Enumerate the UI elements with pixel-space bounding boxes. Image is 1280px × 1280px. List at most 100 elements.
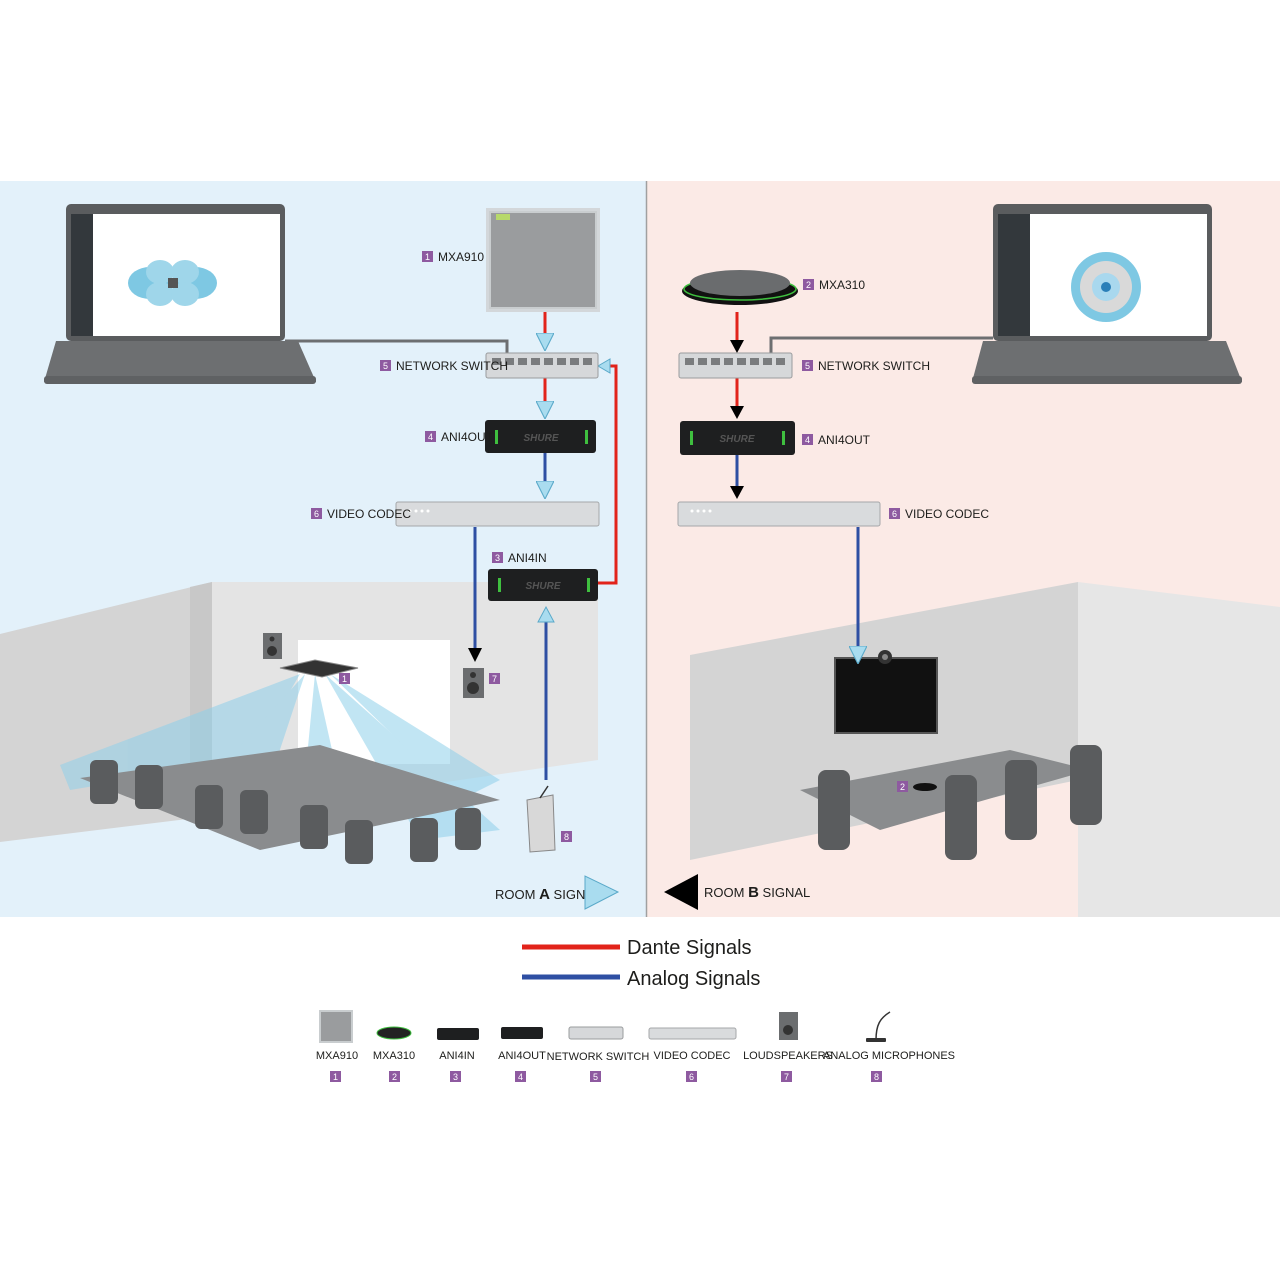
ani4out-room-b: SHURE	[680, 421, 795, 455]
key-microphone-icon	[866, 1011, 891, 1042]
label-ani4out-b: 4 ANI4OUT	[802, 433, 871, 447]
laptop-room-a	[44, 204, 316, 384]
svg-text:ANI4OUT: ANI4OUT	[818, 433, 871, 447]
switch-port	[750, 358, 759, 365]
svg-text:3: 3	[495, 553, 500, 563]
laptop-room-b	[972, 204, 1242, 384]
display-screen	[834, 657, 938, 734]
switch-port	[724, 358, 733, 365]
key-mxa910-icon	[319, 1010, 353, 1043]
svg-text:2: 2	[900, 782, 905, 792]
video-codec-room-b	[677, 501, 881, 527]
svg-text:8: 8	[564, 832, 569, 842]
arrow-to-loudspeaker	[468, 648, 482, 662]
switch-port	[492, 358, 501, 365]
svg-text:MXA310: MXA310	[373, 1050, 415, 1062]
ani4in-brand: SHURE	[525, 581, 560, 592]
key-ani4out-icon	[501, 1027, 543, 1039]
svg-text:6: 6	[689, 1072, 694, 1082]
label-network-switch-b: 5 NETWORK SWITCH	[802, 359, 930, 373]
key-loudspeaker-icon	[779, 1012, 798, 1040]
svg-text:ANI4OUT: ANI4OUT	[441, 430, 494, 444]
label-video-codec-b: 6 VIDEO CODEC	[889, 507, 989, 521]
svg-text:5: 5	[593, 1072, 598, 1082]
device-key: MXA910 MXA310 ANI4IN ANI4OUT NETWORK SWI…	[316, 1010, 955, 1082]
svg-text:VIDEO CODEC: VIDEO CODEC	[905, 507, 989, 521]
loudspeaker-left	[263, 633, 282, 659]
network-switch-room-b	[678, 352, 793, 379]
ani4out-brand: SHURE	[523, 433, 558, 444]
label-ani4out-a: 4 ANI4OUT	[425, 430, 494, 444]
svg-text:3: 3	[453, 1072, 458, 1082]
svg-text:7: 7	[492, 674, 497, 684]
room-a-signal-indicator: ROOM A SIGNAL	[495, 875, 620, 910]
arrow-to-ani4in	[537, 605, 555, 623]
svg-text:1: 1	[425, 252, 430, 262]
switch-port	[570, 358, 579, 365]
label-video-codec-a: 6 VIDEO CODEC	[311, 507, 411, 521]
switch-port	[737, 358, 746, 365]
switch-port	[557, 358, 566, 365]
svg-text:6: 6	[314, 509, 319, 519]
svg-text:NETWORK SWITCH: NETWORK SWITCH	[547, 1051, 650, 1063]
svg-text:5: 5	[383, 361, 388, 371]
switch-port	[518, 358, 527, 365]
switch-port	[698, 358, 707, 365]
svg-text:2: 2	[392, 1072, 397, 1082]
svg-text:1: 1	[342, 674, 347, 684]
svg-text:1: 1	[333, 1072, 338, 1082]
svg-text:ANALOG MICROPHONES: ANALOG MICROPHONES	[823, 1050, 955, 1062]
network-switch-room-a	[485, 352, 599, 379]
mxa310-device	[682, 270, 798, 305]
podium-with-mic	[526, 785, 556, 853]
arrow-into-switch	[597, 358, 611, 374]
svg-text:ANI4IN: ANI4IN	[508, 551, 547, 565]
room-b-signal-indicator: ROOM B SIGNAL	[664, 874, 810, 910]
attendees-room-a	[90, 760, 481, 864]
svg-text:7: 7	[784, 1072, 789, 1082]
svg-text:MXA910: MXA910	[316, 1050, 358, 1062]
switch-port	[763, 358, 772, 365]
key-video-codec-icon	[648, 1027, 737, 1040]
arrow-into-ani4out-b	[730, 406, 744, 419]
arrow-into-codec-b	[730, 486, 744, 499]
analog-legend-label: Analog Signals	[627, 968, 760, 990]
svg-text:NETWORK SWITCH: NETWORK SWITCH	[818, 359, 930, 373]
label-mxa310: 2 MXA310	[803, 278, 865, 292]
switch-port	[505, 358, 514, 365]
svg-text:2: 2	[806, 280, 811, 290]
svg-text:4: 4	[805, 435, 810, 445]
ani4out-b-brand: SHURE	[719, 434, 754, 445]
svg-text:6: 6	[892, 509, 897, 519]
label-network-switch-a: 5 NETWORK SWITCH	[380, 359, 508, 373]
svg-text:8: 8	[874, 1072, 879, 1082]
svg-text:MXA310: MXA310	[819, 278, 865, 292]
svg-text:4: 4	[428, 432, 433, 442]
key-ani4in-icon	[437, 1028, 479, 1040]
svg-text:LOUDSPEAKERS: LOUDSPEAKERS	[743, 1050, 833, 1062]
conference-table-room-a	[80, 745, 500, 850]
room-b-arrow-icon	[664, 874, 698, 910]
svg-text:NETWORK SWITCH: NETWORK SWITCH	[396, 359, 508, 373]
video-codec-room-a	[395, 501, 600, 527]
label-ani4in-a: 3 ANI4IN	[492, 551, 547, 565]
svg-text:5: 5	[805, 361, 810, 371]
svg-text:MXA910: MXA910	[438, 250, 484, 264]
label-loudspeaker-a: 7	[489, 673, 500, 684]
ani4out-room-a: SHURE	[485, 420, 596, 453]
svg-text:ROOM B SIGNAL: ROOM B SIGNAL	[704, 884, 810, 901]
svg-text:4: 4	[518, 1072, 523, 1082]
mxa910-ceiling	[279, 659, 359, 678]
signal-legend: Dante Signals Analog Signals	[522, 937, 760, 990]
ani4in-room-a: SHURE	[488, 569, 598, 601]
label-mxa910: 1 MXA910	[422, 250, 484, 264]
switch-port	[711, 358, 720, 365]
svg-text:VIDEO CODEC: VIDEO CODEC	[653, 1050, 730, 1062]
switch-port	[544, 358, 553, 365]
dante-legend-label: Dante Signals	[627, 937, 752, 959]
laptop-a-cable	[285, 339, 509, 355]
label-analog-mic-a: 8	[561, 831, 572, 842]
switch-port	[685, 358, 694, 365]
switch-port	[583, 358, 592, 365]
switch-port	[531, 358, 540, 365]
